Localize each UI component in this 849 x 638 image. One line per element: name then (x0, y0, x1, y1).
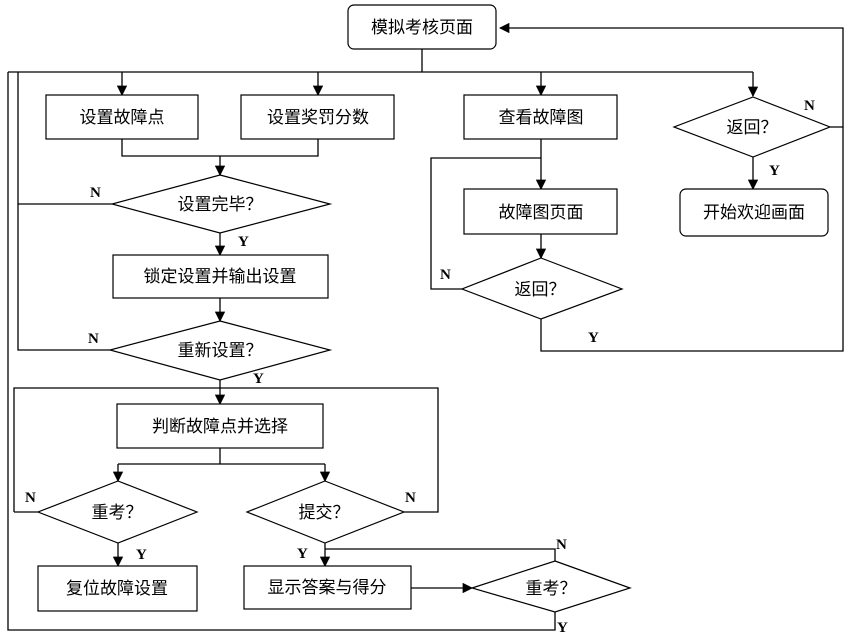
node-retest-right: 重考？ (469, 560, 632, 613)
edge-merge-settings (121, 139, 319, 157)
lock-output-box (112, 254, 329, 299)
retest-right-label: 重考？ (526, 579, 577, 598)
set-score-box (240, 94, 395, 140)
node-set-done: 设置完毕？ (109, 174, 333, 234)
fault-page-label: 故障图页面 (499, 203, 584, 222)
retest-left-label: 重考？ (92, 503, 143, 522)
retest-left-yes-label: Y (136, 547, 147, 563)
return-top-yes-label: Y (769, 163, 780, 179)
node-reset: 重新设置？ (107, 320, 333, 381)
reset-diamond (107, 320, 333, 381)
view-fault-box (463, 94, 618, 140)
submit-yes-label: Y (297, 546, 308, 562)
set-done-no-label: N (90, 185, 101, 201)
node-set-score: 设置奖罚分数 (240, 94, 395, 140)
reset-yes-label: Y (253, 371, 264, 387)
welcome-box (679, 188, 829, 237)
return-top-no-label: N (804, 98, 815, 114)
node-start: 模拟考核页面 (347, 4, 497, 50)
set-done-diamond (109, 174, 333, 234)
start-box (347, 4, 497, 50)
reset-no-label: N (88, 331, 99, 347)
reset-fault-label: 复位故障设置 (66, 579, 168, 598)
submit-no-label: N (405, 490, 416, 506)
edge-return-mid-no (430, 157, 541, 290)
set-score-label: 设置奖罚分数 (267, 108, 369, 127)
edge-return-top-no (498, 22, 844, 128)
judge-label: 判断故障点并选择 (152, 417, 288, 436)
edge-retest-right-no (325, 548, 556, 561)
return-mid-yes-label: Y (588, 330, 599, 346)
retest-right-diamond (469, 560, 632, 613)
node-set-fault: 设置故障点 (45, 94, 199, 140)
node-judge: 判断故障点并选择 (116, 403, 324, 449)
node-return-top: 返回？ (672, 96, 832, 158)
retest-right-yes-label: Y (557, 620, 568, 636)
fault-page-box (463, 188, 618, 235)
edge-reset-no (17, 204, 110, 351)
set-fault-label: 设置故障点 (80, 108, 165, 127)
retest-left-diamond (36, 480, 199, 544)
view-fault-label: 查看故障图 (499, 108, 584, 127)
return-mid-label: 返回？ (515, 280, 566, 299)
submit-label: 提交？ (299, 503, 350, 522)
welcome-label: 开始欢迎画面 (703, 203, 805, 222)
retest-left-no-label: N (25, 490, 36, 506)
node-retest-left: 重考？ (36, 480, 199, 544)
edge-return-mid-yes (540, 127, 844, 352)
node-reset-fault: 复位故障设置 (37, 565, 198, 612)
edge-judge-loop (13, 387, 439, 513)
show-answer-box (243, 565, 412, 610)
retest-right-no-label: N (556, 537, 567, 553)
set-done-yes-label: Y (238, 234, 249, 250)
judge-box (116, 403, 324, 449)
node-return-mid: 返回？ (460, 257, 624, 320)
edge-retest-loop-back (7, 72, 556, 631)
reset-label: 重新设置？ (178, 341, 263, 360)
node-submit: 提交？ (245, 480, 406, 544)
branch-labels: N Y N Y N Y N Y N N Y Y N Y (25, 98, 815, 636)
lock-output-label: 锁定设置并输出设置 (144, 267, 297, 286)
submit-diamond (245, 480, 406, 544)
set-done-label: 设置完毕？ (178, 195, 263, 214)
node-fault-page: 故障图页面 (463, 188, 618, 235)
return-mid-diamond (460, 257, 624, 320)
node-show-answer: 显示答案与得分 (243, 565, 412, 610)
show-answer-label: 显示答案与得分 (268, 578, 387, 597)
node-welcome: 开始欢迎画面 (679, 188, 829, 237)
connectors (7, 22, 844, 631)
node-lock-output: 锁定设置并输出设置 (112, 254, 329, 299)
return-top-diamond (672, 96, 832, 158)
return-mid-no-label: N (440, 267, 451, 283)
reset-fault-box (37, 565, 198, 612)
return-top-label: 返回？ (727, 118, 778, 137)
start-label: 模拟考核页面 (371, 18, 473, 37)
node-view-fault: 查看故障图 (463, 94, 618, 140)
set-fault-box (45, 94, 199, 140)
